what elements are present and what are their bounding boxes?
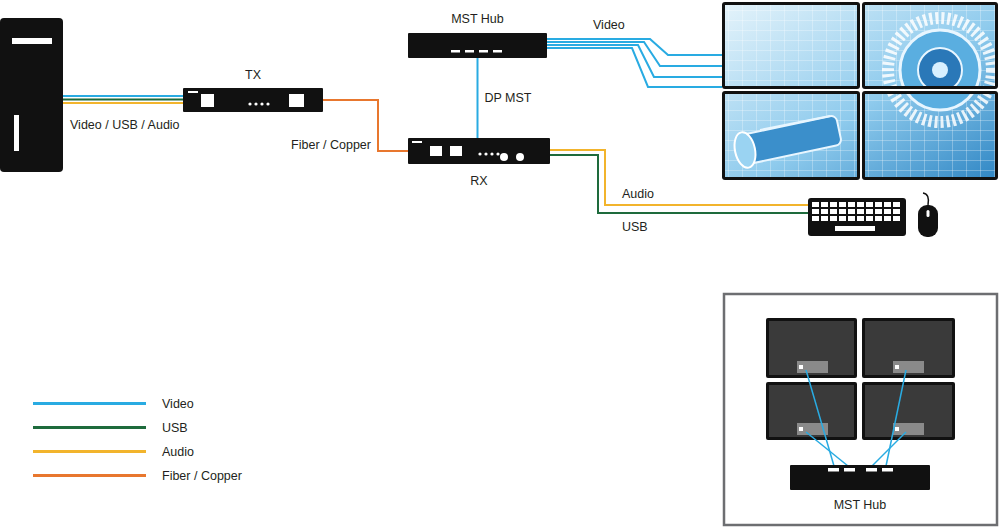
computer-tower — [0, 18, 63, 172]
legend-row: Fiber / Copper — [33, 468, 293, 484]
signal-label: Audio — [622, 187, 654, 202]
legend-text: Video — [162, 396, 194, 412]
video-wires — [547, 39, 722, 87]
tx-front-panel — [188, 91, 304, 107]
connector-label: DP MST — [483, 91, 534, 106]
legend-row: Video — [33, 396, 293, 412]
device-box: TX — [183, 88, 323, 112]
keyboard — [808, 198, 906, 236]
legend-row: USB — [33, 420, 293, 436]
legend-swatch — [33, 426, 146, 429]
hub-ports — [451, 50, 893, 472]
device-box: MST Hub — [790, 465, 930, 490]
device-box: MST Hub — [408, 33, 547, 58]
inset-frame — [724, 294, 997, 525]
device-label: MST Hub — [348, 12, 607, 27]
mouse — [918, 193, 938, 237]
computer-wires — [63, 96, 183, 103]
device-label: MST Hub — [730, 498, 990, 513]
legend-row: Audio — [33, 444, 293, 460]
legend-text: USB — [162, 420, 188, 436]
legend-text: Fiber / Copper — [162, 468, 242, 484]
video-wall — [722, 2, 998, 180]
device-label: TX — [123, 68, 383, 83]
connector-label: Fiber / Copper — [289, 138, 373, 153]
signal-label: Video — [593, 18, 625, 33]
legend-swatch — [33, 450, 146, 453]
signal-label: USB — [622, 220, 648, 235]
cable-connector — [477, 58, 479, 138]
device-label: RX — [348, 174, 610, 189]
rx-front-panel — [412, 141, 524, 161]
legend-swatch — [33, 474, 146, 477]
signal-label: Video / USB / Audio — [70, 118, 180, 133]
legend-swatch — [33, 402, 146, 405]
device-box: RX — [408, 138, 550, 164]
legend-text: Audio — [162, 444, 194, 460]
